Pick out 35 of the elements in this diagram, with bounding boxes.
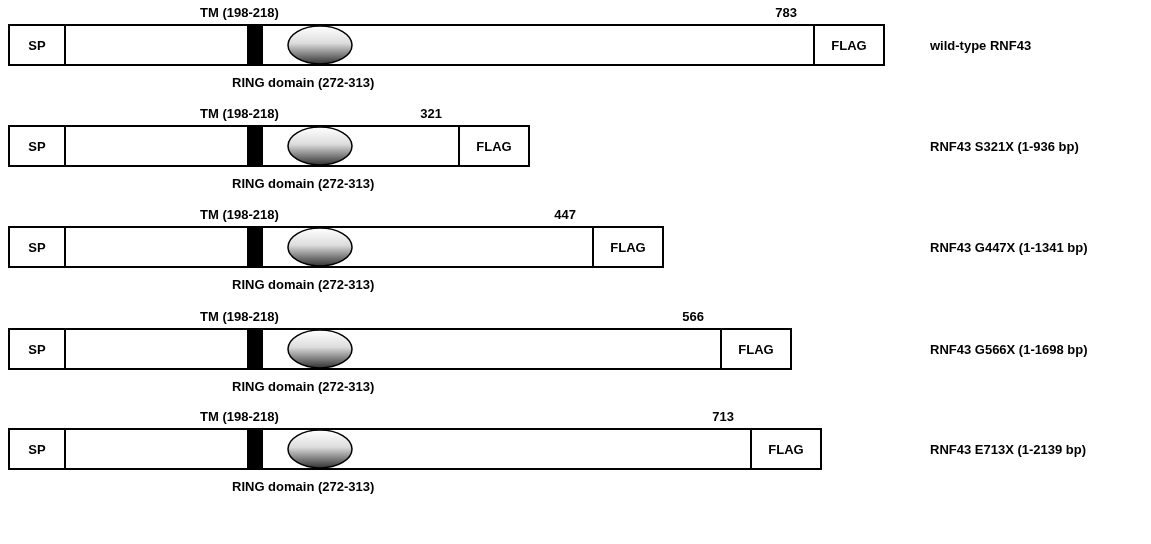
- domain-label: RING domain (272-313): [232, 379, 375, 394]
- domain-label: RING domain (272-313): [232, 176, 375, 191]
- domain-label: RING domain (272-313): [232, 75, 375, 90]
- domain-label: RING domain (272-313): [232, 479, 375, 494]
- flag-tag-box: FLAG: [720, 330, 790, 368]
- flag-tag-box: FLAG: [813, 26, 883, 64]
- construct-name: wild-type RNF43: [930, 38, 1032, 53]
- protein-bar: [8, 428, 822, 470]
- signal-peptide-box: SP: [10, 26, 66, 64]
- protein-bar: [8, 328, 792, 370]
- construct-name: RNF43 E713X (1-2139 bp): [930, 442, 1087, 457]
- protein-bar: [8, 226, 664, 268]
- protein-bar: [8, 125, 530, 167]
- construct-name: RNF43 G566X (1-1698 bp): [930, 342, 1088, 357]
- construct-name: RNF43 S321X (1-936 bp): [930, 139, 1079, 154]
- flag-tag-box: FLAG: [592, 228, 662, 266]
- signal-peptide-box: SP: [10, 127, 66, 165]
- signal-peptide-box: SP: [10, 430, 66, 468]
- domain-label: TM (198-218): [200, 207, 279, 222]
- signal-peptide-box: SP: [10, 330, 66, 368]
- construct-name: RNF43 G447X (1-1341 bp): [930, 240, 1088, 255]
- protein-bar: [8, 24, 885, 66]
- flag-tag-box: FLAG: [458, 127, 528, 165]
- residue-number: 447: [554, 207, 576, 222]
- domain-label: RING domain (272-313): [232, 277, 375, 292]
- domain-label: TM (198-218): [200, 409, 279, 424]
- domain-label: TM (198-218): [200, 5, 279, 20]
- domain-label: TM (198-218): [200, 309, 279, 324]
- residue-number: 713: [712, 409, 734, 424]
- residue-number: 783: [775, 5, 797, 20]
- flag-tag-box: FLAG: [750, 430, 820, 468]
- residue-number: 566: [682, 309, 704, 324]
- domain-label: TM (198-218): [200, 106, 279, 121]
- signal-peptide-box: SP: [10, 228, 66, 266]
- residue-number: 321: [420, 106, 442, 121]
